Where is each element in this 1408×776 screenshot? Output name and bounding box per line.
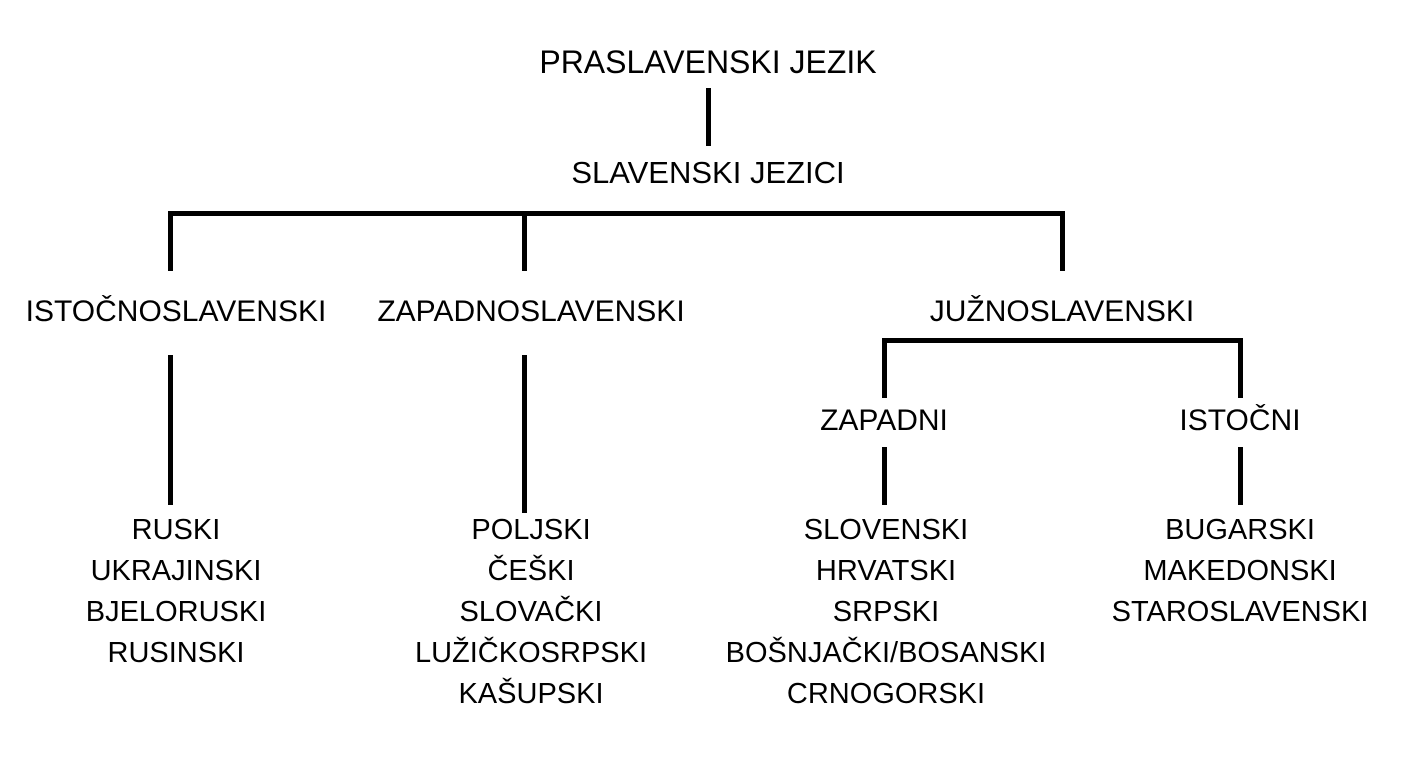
language-item: ČEŠKI [487,555,575,587]
family-node: SLAVENSKI JEZICI [571,155,845,190]
connector-south-eastern-list [1238,447,1243,505]
south-western-label: ZAPADNI [820,404,948,437]
connector-south-subbranches [882,338,1243,343]
connector-south-western-list [882,447,887,505]
connector-south [1060,211,1065,271]
branch-south-label: JUŽNOSLAVENSKI [929,295,1195,328]
connector-west-list [522,355,527,513]
connector-south-eastern [1238,338,1243,398]
south-western-language-list: SLOVENSKI HRVATSKI SRPSKI BOŠNJAČKI/BOSA… [726,510,1047,715]
language-item: BJELORUSKI [85,596,267,628]
connector-south-western [882,338,887,398]
language-item: HRVATSKI [815,555,957,587]
language-item: CRNOGORSKI [786,678,986,710]
language-item: UKRAJINSKI [90,555,262,587]
language-item: RUSINSKI [107,637,245,669]
language-item: SLOVENSKI [803,514,969,546]
root-node: PRASLAVENSKI JEZIK [539,44,877,80]
language-item: MAKEDONSKI [1143,555,1337,587]
language-item: POLJSKI [471,514,591,546]
connector-east [168,211,173,271]
language-item: SRPSKI [832,596,940,628]
connector-root-family [706,88,711,146]
language-item: BUGARSKI [1165,514,1315,546]
south-eastern-label: ISTOČNI [1179,404,1301,437]
language-item: RUSKI [131,514,221,546]
branch-east-label: ISTOČNOSLAVENSKI [25,295,327,328]
language-item: KAŠUPSKI [458,678,604,710]
connector-family-branches [168,211,1065,216]
west-language-list: POLJSKI ČEŠKI SLOVAČKI LUŽIČKOSRPSKI KAŠ… [415,510,647,715]
language-item: LUŽIČKOSRPSKI [414,637,648,669]
east-language-list: RUSKI UKRAJINSKI BJELORUSKI RUSINSKI [86,510,267,674]
language-item: STAROSLAVENSKI [1111,596,1369,628]
south-eastern-language-list: BUGARSKI MAKEDONSKI STAROSLAVENSKI [1112,510,1369,633]
language-item: SLOVAČKI [459,596,603,628]
connector-west [522,211,527,271]
language-item: BOŠNJAČKI/BOSANSKI [725,637,1047,669]
branch-west-label: ZAPADNOSLAVENSKI [377,295,685,328]
connector-east-list [168,355,173,505]
